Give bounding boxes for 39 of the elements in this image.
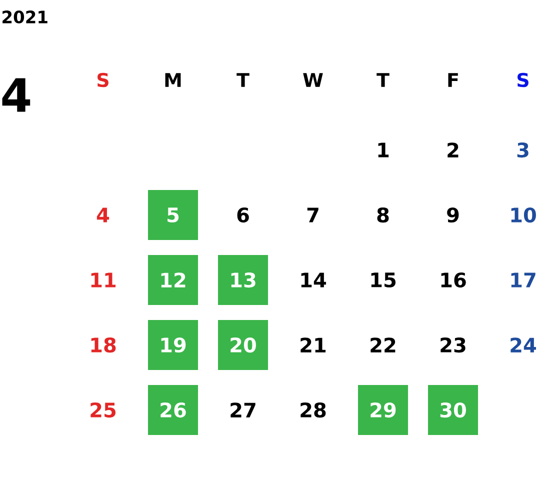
- day-number: 21: [300, 338, 326, 352]
- highlighted-day: 12: [148, 255, 198, 305]
- day-number: 14: [301, 272, 326, 288]
- year-label: 2021: [2, 10, 48, 24]
- day-number: 1: [378, 142, 389, 158]
- highlighted-day: 5: [148, 190, 198, 240]
- highlighted-day: 29: [358, 385, 408, 435]
- day-number: 28: [300, 402, 326, 418]
- weekday-header: S: [98, 72, 108, 88]
- day-number: 22: [370, 338, 396, 352]
- day-number: 15: [371, 272, 396, 288]
- day-number: 7: [307, 208, 318, 222]
- weekday-header: S: [518, 72, 528, 88]
- day-number: 10: [511, 207, 536, 223]
- day-number: 3: [517, 142, 528, 158]
- weekday-header: M: [165, 73, 181, 87]
- day-number: 23: [440, 337, 466, 353]
- day-number: 25: [90, 402, 116, 418]
- month-number: 4: [2, 78, 30, 112]
- day-number: 17: [511, 272, 536, 288]
- highlighted-day: 13: [218, 255, 268, 305]
- highlighted-day: 20: [218, 320, 268, 370]
- day-number: 9: [447, 207, 459, 223]
- day-number: 4: [96, 208, 110, 222]
- weekday-header: T: [376, 73, 390, 87]
- day-number: 8: [377, 207, 389, 223]
- day-number: 6: [237, 207, 249, 223]
- day-number: 2: [448, 142, 458, 158]
- day-number: 18: [91, 337, 116, 353]
- day-number: 11: [91, 272, 116, 288]
- day-number: 24: [510, 338, 536, 352]
- weekday-header: W: [303, 73, 323, 87]
- day-number: 27: [230, 402, 256, 418]
- day-number: 16: [441, 272, 466, 288]
- highlighted-day: 30: [428, 385, 478, 435]
- weekday-header: T: [236, 73, 250, 87]
- highlighted-day: 26: [148, 385, 198, 435]
- highlighted-day: 19: [148, 320, 198, 370]
- weekday-header: F: [448, 73, 458, 87]
